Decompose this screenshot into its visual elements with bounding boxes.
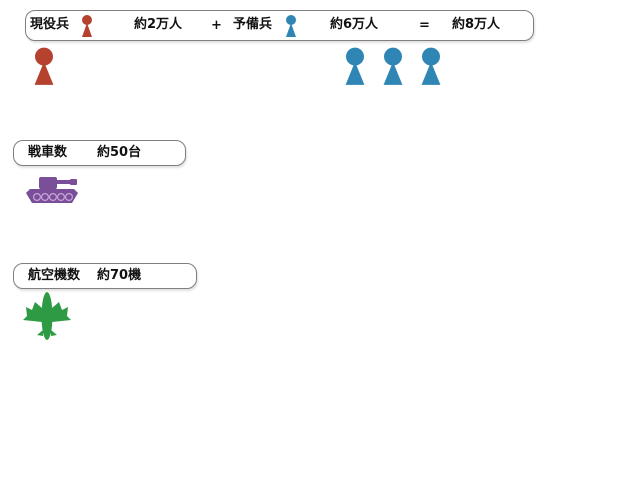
reserve-soldier-pawn-icon	[383, 47, 403, 85]
tanks-value: 約50台	[97, 145, 142, 160]
aircraft-value: 約70機	[97, 268, 142, 283]
regular-troops-value: 約2万人	[134, 17, 183, 32]
troops-panel	[25, 10, 534, 41]
aircraft-panel	[13, 263, 197, 289]
total-troops-value: 約8万人	[452, 17, 501, 32]
reserve-soldier-pawn-icon	[345, 47, 365, 85]
reserve-troops-label: 予備兵	[233, 17, 273, 32]
aircraft-label: 航空機数	[28, 268, 81, 283]
reserve-soldier-icon	[286, 15, 296, 37]
tanks-panel	[13, 140, 186, 166]
plus-sign: +	[211, 18, 222, 33]
reserve-troops-value: 約6万人	[330, 17, 379, 32]
tank-icon	[26, 177, 78, 203]
reserve-soldier-pawn-icon	[421, 47, 441, 85]
equals-sign: =	[419, 18, 430, 33]
regular-troops-label: 現役兵	[30, 17, 70, 32]
regular-soldier-pawn-icon	[34, 47, 54, 85]
tanks-label: 戦車数	[28, 145, 68, 160]
aircraft-icon	[23, 292, 71, 340]
regular-soldier-icon	[82, 15, 92, 37]
